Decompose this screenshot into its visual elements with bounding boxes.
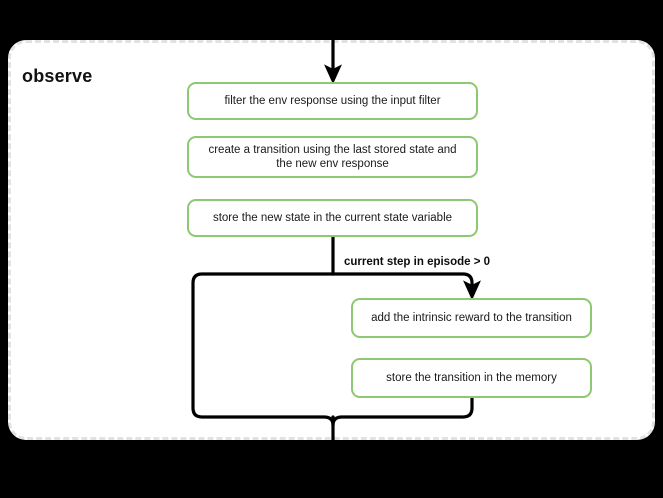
node-filter-env-response[interactable]: filter the env response using the input … xyxy=(187,82,478,120)
node-label: create a transition using the last store… xyxy=(208,143,457,170)
node-label: add the intrinsic reward to the transiti… xyxy=(371,311,572,324)
node-label: filter the env response using the input … xyxy=(224,94,441,107)
node-store-new-state[interactable]: store the new state in the current state… xyxy=(187,199,478,237)
node-add-intrinsic-reward[interactable]: add the intrinsic reward to the transiti… xyxy=(351,298,592,338)
branch-condition-label: current step in episode > 0 xyxy=(344,256,491,268)
node-label: store the transition in the memory xyxy=(386,371,557,384)
node-store-transition[interactable]: store the transition in the memory xyxy=(351,358,592,398)
node-create-transition[interactable]: create a transition using the last store… xyxy=(187,136,478,178)
node-label: store the new state in the current state… xyxy=(212,211,453,224)
group-title-observe: observe xyxy=(22,66,93,86)
